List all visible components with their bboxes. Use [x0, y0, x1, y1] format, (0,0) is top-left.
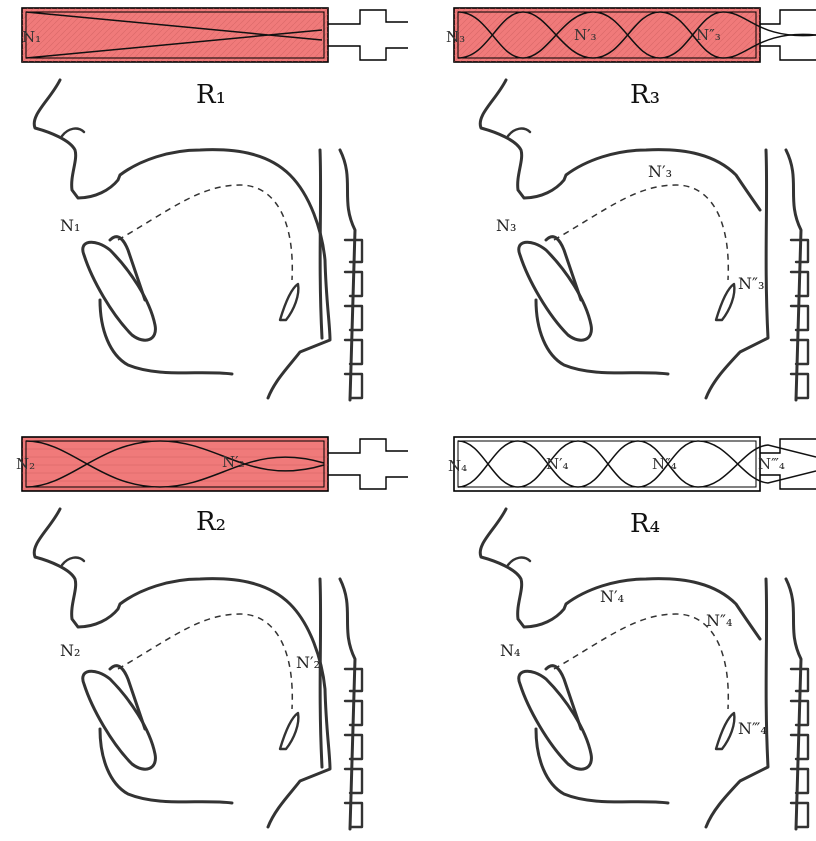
panel-title: R₄	[630, 511, 660, 537]
tube-r2	[22, 437, 408, 491]
tube-node-label: N′₂	[222, 455, 245, 470]
tube-r3	[454, 8, 816, 62]
panel-r1-graphic	[0, 0, 408, 420]
panel-r3-graphic	[408, 0, 816, 420]
panel-r4: N₄ N′₄ N″₄ N‴₄ R₄ N₄ N′₄ N″₄ N‴₄	[408, 421, 816, 841]
panel-r2: N₂ N′₂ R₂ N₂ N′₂	[0, 421, 408, 841]
tube-neck	[328, 10, 408, 60]
panel-r4-graphic	[408, 421, 816, 841]
head-profile-r4	[480, 509, 808, 829]
head-profile-r1	[34, 80, 362, 400]
panel-r2-graphic	[0, 421, 408, 841]
tube-r1	[22, 8, 408, 62]
tube-node-label: N′₃	[574, 28, 597, 43]
panel-title: R₁	[196, 82, 226, 108]
tube-node-label: N₄	[448, 459, 467, 474]
node-label: N‴₄	[738, 721, 767, 737]
node-label: N₃	[496, 218, 516, 234]
tube-node-label: N″₃	[696, 28, 721, 43]
tube-node-label: N′₄	[546, 457, 569, 472]
node-label: N₂	[60, 643, 80, 659]
panel-title: R₂	[196, 509, 226, 535]
panel-r3: N₃ N′₃ N″₃ R₃ N₃ N′₃ N″₃	[408, 0, 816, 420]
tube-neck	[328, 439, 408, 489]
tube-node-label: N″₄	[652, 457, 677, 472]
tube-node-label: N₁	[22, 30, 41, 45]
node-label: N₄	[500, 643, 520, 659]
node-label: N″₃	[738, 276, 764, 292]
node-label: N″₄	[706, 613, 732, 629]
tube-node-label: N₃	[446, 30, 465, 45]
node-label: N₁	[60, 218, 80, 234]
tube-node-label: N₂	[16, 457, 35, 472]
node-label: N′₂	[296, 655, 320, 671]
node-label: N′₄	[600, 589, 624, 605]
panel-title: R₃	[630, 82, 660, 108]
tube-node-label: N‴₄	[758, 457, 785, 472]
head-profile-r3	[480, 80, 808, 400]
node-label: N′₃	[648, 164, 672, 180]
panel-r1: N₁ R₁ N₁	[0, 0, 408, 420]
